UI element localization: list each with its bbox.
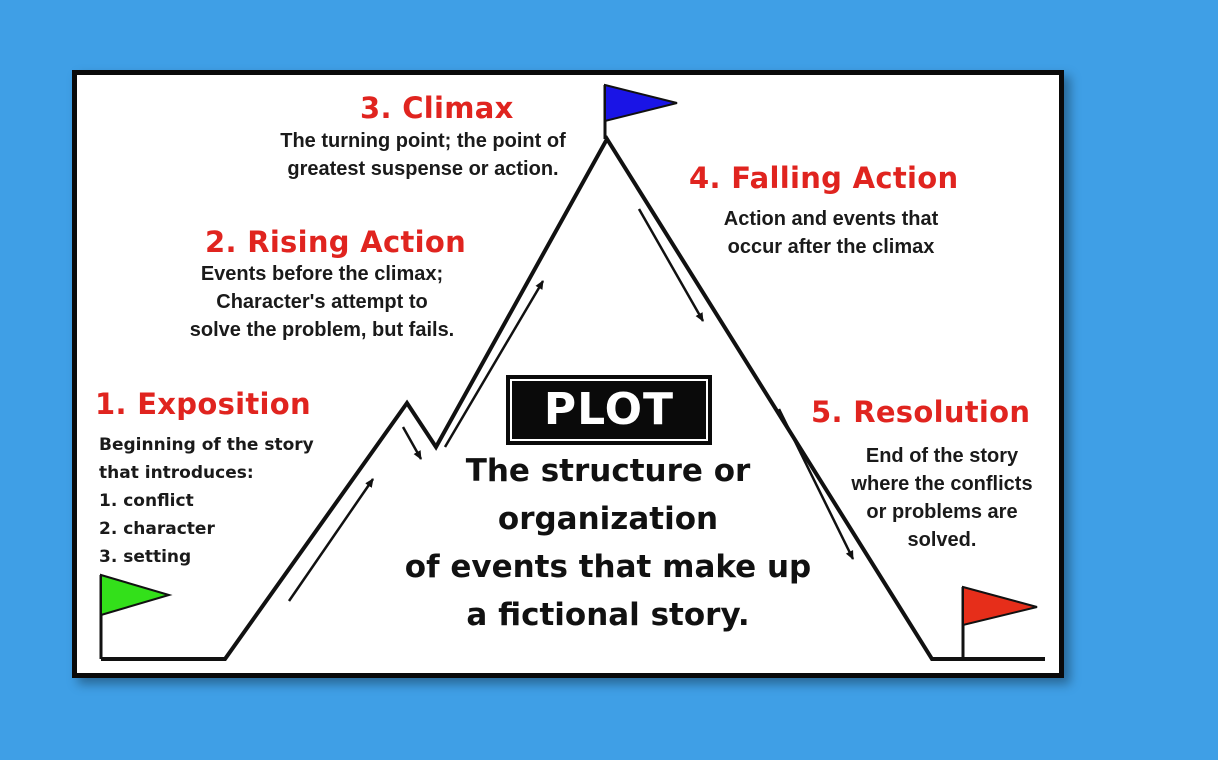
resolution-line: End of the story	[865, 445, 1019, 467]
rising-action-line: Events before the climax;	[200, 263, 444, 285]
resolution-line: or problems are	[866, 501, 1018, 523]
climax-line: The turning point; the point of	[280, 130, 566, 152]
plot-mountain-svg	[99, 83, 1045, 661]
exposition-title: 1. Exposition	[95, 387, 311, 421]
plot-definition-line: organization	[497, 501, 719, 537]
plot-definition-line: of events that make up	[404, 549, 812, 585]
exposition-line: Beginning of the story	[99, 435, 314, 455]
resolution-line: solved.	[907, 529, 977, 551]
falling-action-line: Action and events that	[723, 208, 939, 230]
plot-label: PLOT	[506, 375, 712, 445]
arrow-icon	[443, 280, 545, 448]
red-flag-icon	[961, 585, 1038, 659]
falling-action-line: occur after the climax	[727, 236, 935, 258]
plot-diagram-card: 3. Climax The turning point; the point o…	[72, 70, 1064, 678]
rising-action-description: Events before the climax; Character's at…	[157, 260, 487, 344]
exposition-line: that introduces:	[99, 463, 254, 483]
arrow-icon	[401, 426, 423, 460]
plot-definition-line: a fictional story.	[466, 597, 750, 633]
blue-flag-icon	[603, 83, 678, 139]
rising-action-line: solve the problem, but fails.	[189, 319, 455, 341]
resolution-title: 5. Resolution	[811, 395, 1031, 429]
arrow-icon	[287, 478, 375, 602]
plot-definition: The structure or organization of events …	[395, 447, 821, 639]
climax-line: greatest suspense or action.	[287, 158, 559, 180]
exposition-line: 3. setting	[99, 547, 192, 567]
resolution-line: where the conflicts	[851, 473, 1033, 495]
rising-action-title: 2. Rising Action	[205, 225, 467, 259]
arrow-icon	[777, 408, 855, 560]
climax-title: 3. Climax	[360, 91, 514, 125]
falling-action-description: Action and events that occur after the c…	[671, 205, 991, 261]
plot-definition-line: The structure or	[465, 453, 751, 489]
rising-action-line: Character's attempt to	[216, 291, 428, 313]
exposition-line: 2. character	[99, 519, 215, 539]
arrow-icon	[637, 208, 705, 322]
climax-description: The turning point; the point of greatest…	[237, 127, 609, 183]
green-flag-icon	[99, 573, 173, 659]
exposition-description: Beginning of the story that introduces: …	[99, 431, 314, 571]
plot-mountain-line	[101, 135, 1045, 661]
exposition-line: 1. conflict	[99, 491, 194, 511]
falling-action-title: 4. Falling Action	[689, 161, 959, 195]
resolution-description: End of the story where the conflicts or …	[827, 442, 1057, 554]
